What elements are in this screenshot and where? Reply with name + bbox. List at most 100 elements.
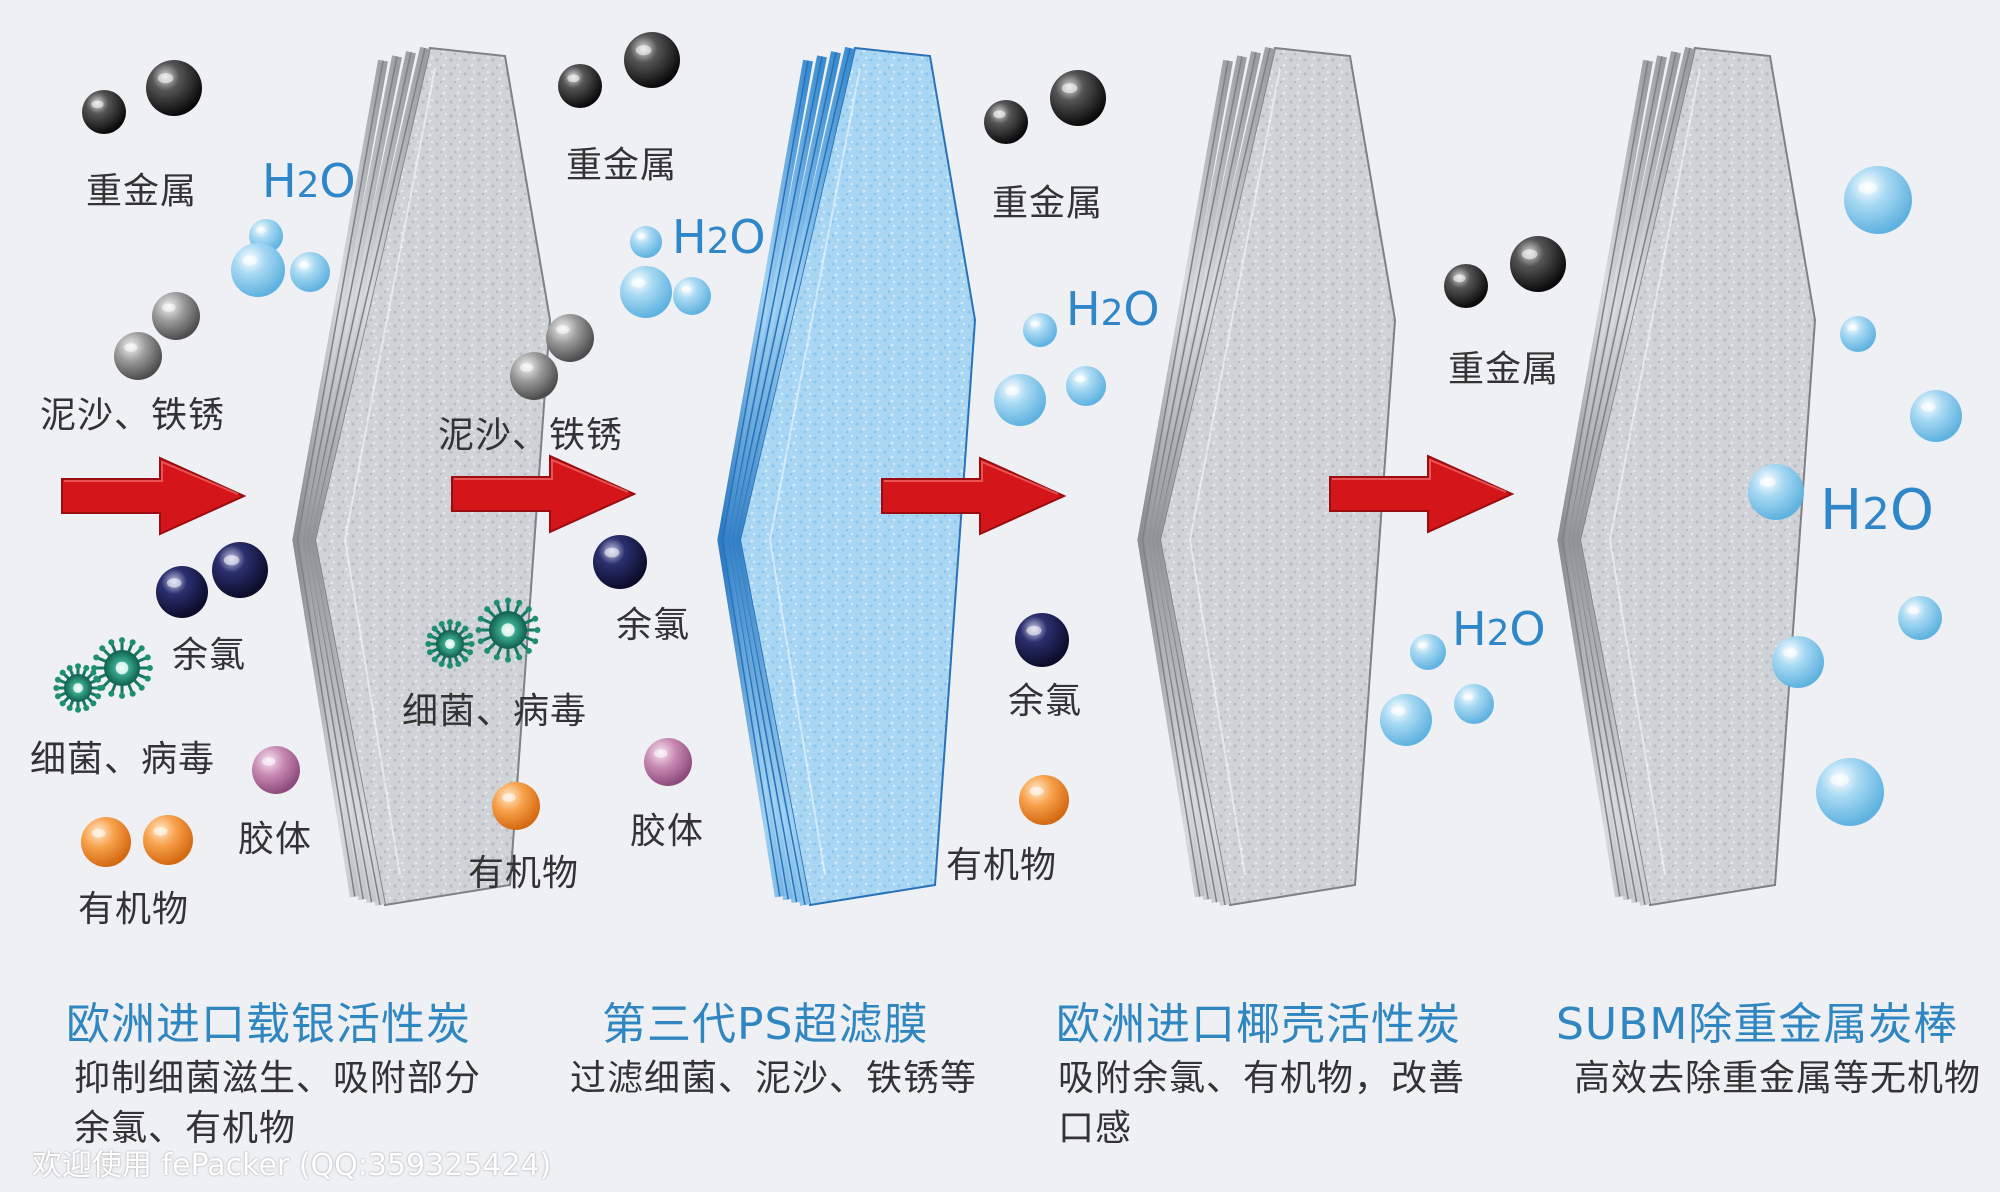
filter-1: [292, 46, 552, 907]
label-h2o-4: H2O: [1452, 602, 1546, 656]
label-h2o-2: H2O: [672, 210, 766, 264]
label-organics-3: 有机物: [946, 845, 1058, 886]
h2o-h: H: [672, 210, 707, 264]
chlorine-ball: [593, 535, 647, 589]
h2o-o: O: [1123, 282, 1160, 336]
virus-icon: [425, 619, 475, 669]
filter-4: [1557, 46, 1817, 907]
heavy-metal-ball: [82, 90, 126, 134]
water-ball: [290, 252, 330, 292]
label-organics-1: 有机物: [78, 889, 190, 930]
water-ball: [231, 243, 285, 297]
water-ball: [1066, 366, 1106, 406]
h2o-2: 2: [706, 221, 730, 262]
water-ball: [1840, 316, 1876, 352]
water-ball: [1410, 634, 1446, 670]
h2o-2: 2: [1486, 613, 1510, 654]
label-bacteria-1: 细菌、病毒: [30, 739, 216, 780]
water-ball: [1910, 390, 1962, 442]
h2o-h: H: [1820, 478, 1863, 543]
water-ball: [673, 277, 711, 315]
watermark: 欢迎使用 fePacker (QQ:359325424): [32, 1148, 552, 1183]
stage-1-desc-line-2: 余氯、有机物: [74, 1108, 297, 1149]
stage-2-title: 第三代PS超滤膜: [602, 999, 929, 1050]
water-ball: [1844, 166, 1912, 234]
label-chlorine-1: 余氯: [172, 635, 247, 676]
organics-ball: [143, 815, 193, 865]
water-ball: [1898, 596, 1942, 640]
organics-ball: [81, 817, 131, 867]
water-ball: [1380, 694, 1432, 746]
label-h2o-3: H2O: [1066, 282, 1160, 336]
heavy-metal-ball: [1444, 264, 1488, 308]
label-sediment-1: 泥沙、铁锈: [40, 395, 226, 436]
sediment-ball: [510, 352, 558, 400]
arrow-4: [1329, 454, 1515, 534]
stage-1-desc-line-1: 抑制细菌滋生、吸附部分: [74, 1058, 482, 1099]
h2o-2: 2: [296, 165, 320, 206]
water-ball: [1748, 464, 1804, 520]
heavy-metal-ball: [558, 64, 602, 108]
h2o-o: O: [729, 210, 766, 264]
heavy-metal-ball: [146, 60, 202, 116]
stage-2-desc: 过滤细菌、泥沙、铁锈等: [570, 1054, 977, 1104]
water-ball: [1772, 636, 1824, 688]
virus-icon: [53, 663, 103, 713]
organics-ball: [1019, 775, 1069, 825]
membrane-filter-2: [717, 46, 977, 907]
h2o-2: 2: [1862, 489, 1890, 540]
stage-3-desc-line-1: 吸附余氯、有机物，改善: [1058, 1058, 1466, 1099]
colloid-ball: [252, 746, 300, 794]
label-h2o-1: H2O: [262, 154, 356, 208]
water-ball: [630, 226, 662, 258]
chlorine-ball: [1015, 613, 1069, 667]
h2o-2: 2: [1100, 293, 1124, 334]
stage-1-title: 欧洲进口载银活性炭: [66, 999, 471, 1050]
h2o-h: H: [262, 154, 297, 208]
virus-icon: [91, 637, 153, 699]
h2o-o: O: [1889, 478, 1934, 543]
arrow-3: [881, 456, 1067, 536]
stage-4-desc-line-1: 高效去除重金属等无机物: [1574, 1058, 1982, 1099]
heavy-metal-ball: [984, 100, 1028, 144]
heavy-metal-ball: [624, 32, 680, 88]
stage-3-desc-line-2: 口感: [1058, 1108, 1133, 1149]
h2o-o: O: [319, 154, 356, 208]
stage-2-desc-line-1: 过滤细菌、泥沙、铁锈等: [570, 1058, 978, 1099]
sediment-ball: [114, 332, 162, 380]
label-chlorine-3: 余氯: [1008, 681, 1083, 722]
stage-3-desc: 吸附余氯、有机物，改善 口感: [1058, 1054, 1465, 1154]
sediment-ball: [152, 292, 200, 340]
label-heavy-metal-3: 重金属: [992, 183, 1104, 224]
label-h2o-output: H2O: [1820, 478, 1934, 543]
water-ball: [620, 266, 672, 318]
h2o-h: H: [1452, 602, 1487, 656]
heavy-metal-ball: [1510, 236, 1566, 292]
arrow-2: [451, 454, 637, 534]
filter-3: [1137, 46, 1397, 907]
h2o-o: O: [1509, 602, 1546, 656]
label-heavy-metal-4: 重金属: [1448, 349, 1560, 390]
water-ball: [1816, 758, 1884, 826]
organics-ball: [492, 782, 540, 830]
h2o-h: H: [1066, 282, 1101, 336]
label-bacteria-2: 细菌、病毒: [402, 691, 588, 732]
stage-1-desc: 抑制细菌滋生、吸附部分 余氯、有机物: [74, 1054, 481, 1154]
label-heavy-metal-1: 重金属: [86, 171, 198, 212]
stage-3-title: 欧洲进口椰壳活性炭: [1056, 999, 1461, 1050]
arrow-1: [61, 456, 247, 536]
water-ball: [1023, 313, 1057, 347]
virus-icon: [475, 597, 541, 663]
chlorine-ball: [212, 542, 268, 598]
chlorine-ball: [156, 566, 208, 618]
label-colloid-1: 胶体: [238, 819, 313, 860]
heavy-metal-ball: [1050, 70, 1106, 126]
label-sediment-2: 泥沙、铁锈: [438, 415, 624, 456]
colloid-ball: [644, 738, 692, 786]
stage-4-desc: 高效去除重金属等无机物: [1574, 1054, 1981, 1104]
label-colloid-2: 胶体: [630, 811, 705, 852]
label-organics-2: 有机物: [468, 853, 580, 894]
water-ball: [1454, 684, 1494, 724]
